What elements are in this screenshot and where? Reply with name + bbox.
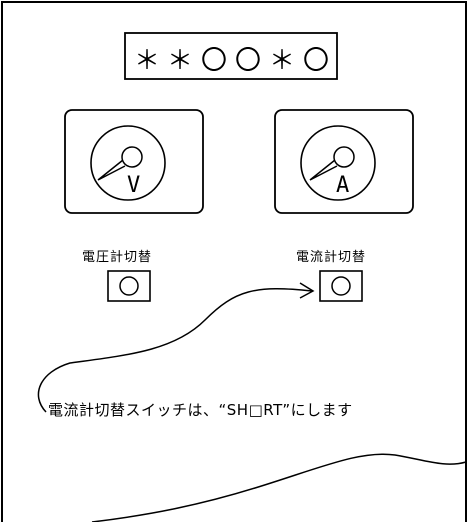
ammeter-dial — [300, 125, 376, 201]
ammeter-needle — [309, 159, 338, 181]
ammeter-letter: A — [336, 173, 350, 198]
cut-line — [91, 453, 467, 522]
code-char-5: ＊ — [268, 46, 295, 76]
ammeter-pivot — [333, 146, 355, 168]
voltmeter-frame — [64, 109, 204, 214]
voltmeter-switch-label: 電圧計切替 — [82, 250, 153, 265]
voltmeter-needle — [97, 159, 126, 181]
voltmeter-switch-frame[interactable] — [107, 270, 151, 302]
ammeter-switch-knob[interactable] — [331, 276, 351, 296]
pointer-arrow-line — [37, 288, 313, 413]
code-char-2: ＊ — [166, 46, 193, 76]
voltmeter-switch-knob[interactable] — [119, 276, 139, 296]
code-char-3: 〇 — [200, 46, 227, 76]
voltmeter-pivot — [121, 146, 143, 168]
ammeter-switch-frame[interactable] — [319, 270, 363, 302]
instruction-note: 電流計切替スイッチは、“SH□RT”にします — [48, 401, 353, 419]
code-display-box — [124, 32, 338, 80]
ammeter-switch-label: 電流計切替 — [296, 250, 367, 265]
code-char-1: ＊ — [133, 46, 160, 76]
voltmeter-dial — [90, 125, 166, 201]
code-char-4: 〇 — [234, 46, 261, 76]
pointer-arrowhead — [299, 282, 315, 299]
ammeter-frame — [274, 109, 414, 214]
voltmeter-letter: V — [127, 173, 141, 198]
code-char-6: 〇 — [302, 46, 329, 76]
